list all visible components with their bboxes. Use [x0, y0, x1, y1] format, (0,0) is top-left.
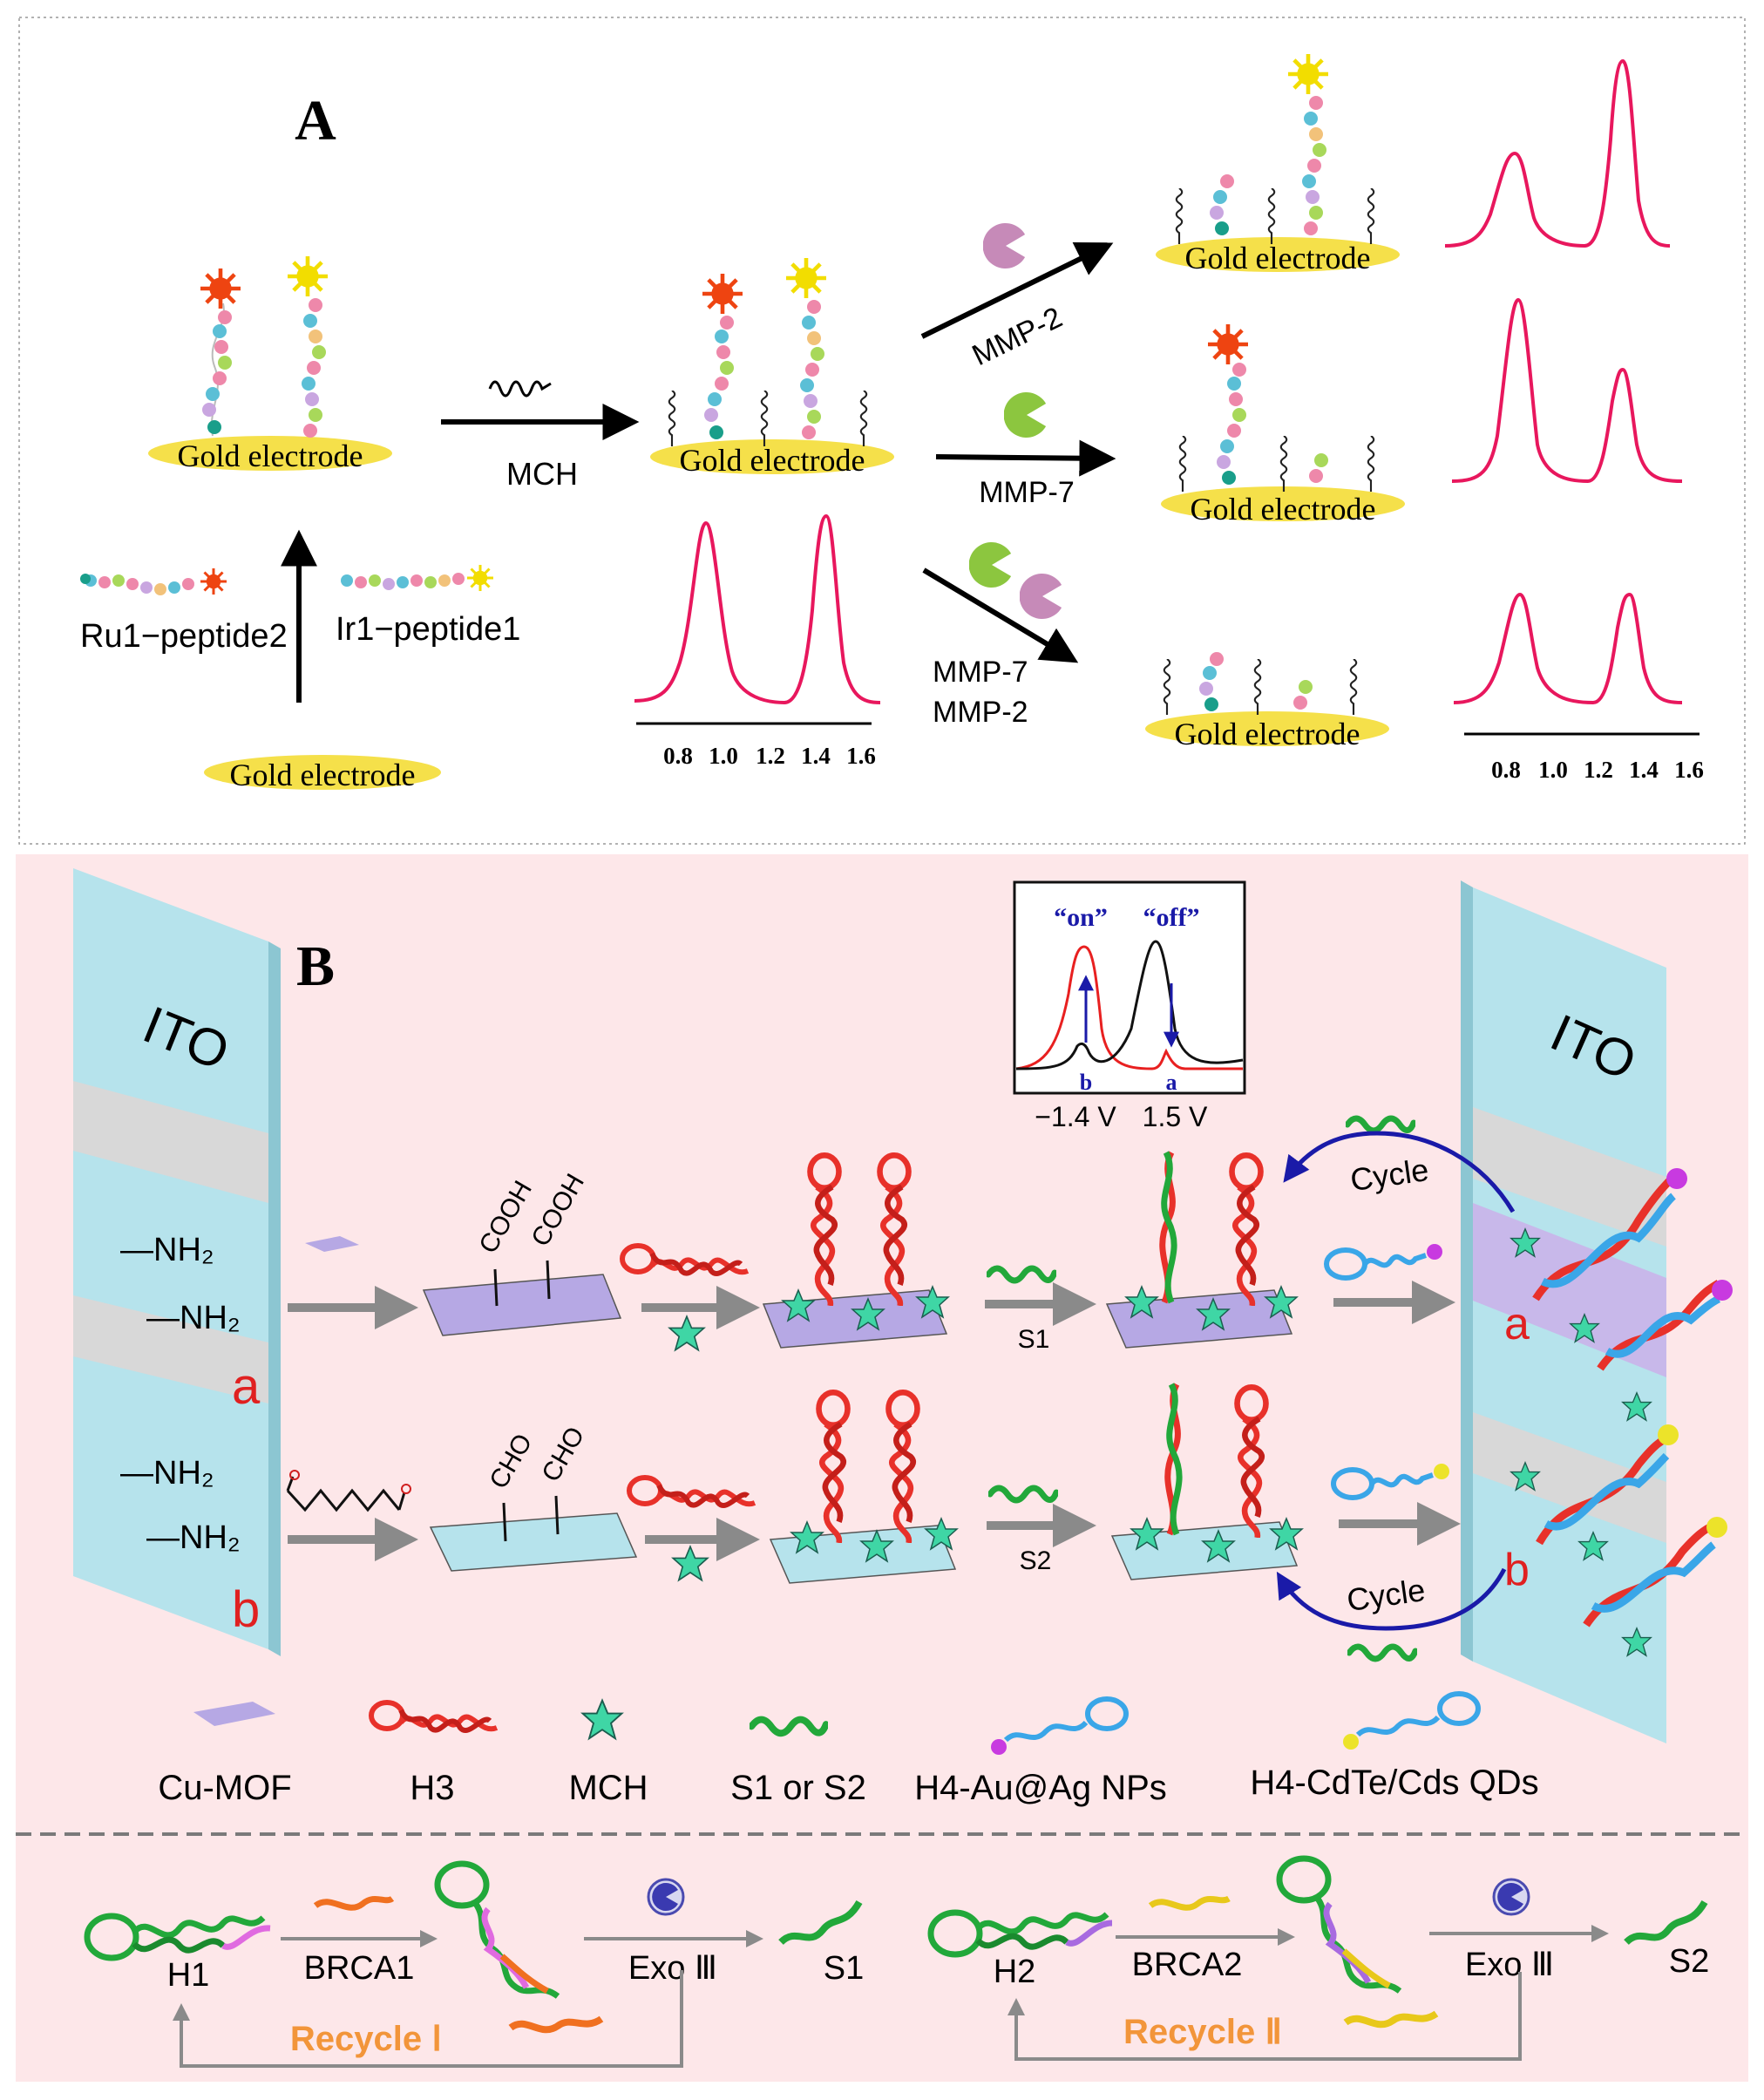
exo-label: Exo Ⅲ: [1465, 1947, 1554, 1983]
h2-label: H2: [994, 1954, 1036, 1990]
electrode-label: Gold electrode: [178, 438, 363, 473]
tick-label: 0.8: [663, 743, 693, 769]
panel-a-label: A: [295, 89, 336, 153]
tick-label: 1.4: [1629, 757, 1659, 783]
ito-electrode-right: ITO a b: [1461, 880, 1733, 1743]
exo-label: Exo Ⅲ: [628, 1950, 717, 1987]
ru-peptide-label: Ru1−peptide2: [80, 618, 288, 655]
brca1-label: BRCA1: [304, 1950, 415, 1987]
inset-peak-b: b: [1080, 1070, 1092, 1095]
panel-b-background: [16, 854, 1748, 2082]
tick-label: 1.0: [709, 743, 738, 769]
ir-peptide-label: Ir1−peptide1: [336, 611, 520, 648]
nh2-label: —NH₂: [120, 1455, 214, 1492]
row-a-label: a: [232, 1358, 261, 1415]
mch-squiggle: [488, 380, 552, 398]
arrow-mmp2: [920, 241, 1114, 339]
brca1-strand: [313, 1895, 395, 1911]
tick-label: 1.6: [1674, 757, 1704, 783]
dpv-ticks-middle: 0.8 1.0 1.2 1.4 1.6: [663, 743, 876, 769]
electrode-outcome-mmp7: Gold electrode: [1161, 324, 1405, 527]
mmp7-label: MMP-7: [933, 656, 1028, 689]
recycle-one: H1 BRCA1 Exo Ⅲ S1 Recycle Ⅰ: [84, 1860, 864, 2068]
brca2-strand: [1148, 1895, 1231, 1911]
electrode-outcome-mmp2: Gold electrode: [1156, 54, 1400, 275]
legend-h3: H3: [410, 1769, 454, 1807]
ecl-inset-plot: “on” “off” b a −1.4 V 1.5 V: [1013, 880, 1246, 1132]
dpv-plot-middle: 0.8 1.0 1.2 1.4 1.6: [634, 513, 881, 769]
s1-label: S1: [824, 1950, 864, 1987]
row-b-label: b: [1504, 1545, 1530, 1595]
legend-h4-cdte-cds: H4-CdTe/Cds QDs: [1250, 1764, 1538, 1802]
row-b-label: b: [232, 1581, 260, 1638]
nh2-label: —NH₂: [146, 1300, 241, 1336]
tick-label: 1.0: [1538, 757, 1568, 783]
recycle-one-label: Recycle Ⅰ: [290, 2020, 442, 2058]
electrode-outcome-both: Gold electrode: [1145, 652, 1389, 751]
electrode-with-peptides: Gold electrode: [148, 256, 392, 473]
electrode-mch: Gold electrode: [650, 258, 894, 478]
inset-off-label: “off”: [1143, 903, 1200, 932]
recycle-two-label: Recycle Ⅱ: [1123, 2013, 1282, 2051]
nh2-label: —NH₂: [146, 1519, 241, 1556]
tick-label: 1.2: [1584, 757, 1613, 783]
dpv-plot-mmp7: [1451, 297, 1683, 484]
mmp7-label: MMP-7: [979, 476, 1075, 509]
s2-label: S2: [1020, 1546, 1052, 1575]
ir-peptide: [341, 565, 493, 591]
mch-label: MCH: [506, 456, 578, 492]
row-a-label: a: [1504, 1299, 1530, 1349]
legend-cu-mof: Cu-MOF: [158, 1769, 291, 1807]
h1-label: H1: [167, 1957, 210, 1994]
inset-voltage-left: −1.4 V: [1035, 1101, 1116, 1132]
panel-a-frame: [18, 17, 1746, 845]
inset-peak-a: a: [1166, 1070, 1177, 1095]
tick-label: 1.6: [846, 743, 876, 769]
s1-strand: [778, 1900, 863, 1946]
s2-label: S2: [1669, 1943, 1709, 1980]
brca2-label: BRCA2: [1132, 1947, 1243, 1983]
dpv-plot-both: 0.8 1.0 1.2 1.4 1.6: [1453, 592, 1704, 783]
dpv-plot-mmp2: [1444, 58, 1671, 248]
arrow-mmp7-mmp2: [922, 567, 1079, 663]
electrode-label: Gold electrode: [1191, 492, 1376, 527]
tick-label: 1.2: [756, 743, 785, 769]
electrode-label: Gold electrode: [1175, 717, 1360, 751]
s1-label: S1: [1018, 1325, 1050, 1354]
legend-mch: MCH: [568, 1769, 648, 1807]
recycle-two: H2 BRCA2 Exo Ⅲ S2 Recycle Ⅱ: [927, 1855, 1709, 2061]
legend-h4-au-ag: H4-Au@Ag NPs: [914, 1769, 1167, 1807]
tick-label: 0.8: [1491, 757, 1521, 783]
tick-label: 1.4: [801, 743, 831, 769]
electrode-bare: Gold electrode: [204, 755, 441, 792]
ito-electrode-left: ITO —NH₂ —NH₂ a —NH₂ —NH₂ b: [73, 868, 281, 1656]
legend-cu-mof-icon: [193, 1702, 275, 1726]
panel-b-label: B: [296, 934, 335, 998]
nh2-label: —NH₂: [120, 1232, 214, 1268]
electrode-label: Gold electrode: [680, 443, 865, 478]
legend-h4-au-icon: [991, 1696, 1129, 1755]
legend-h4-cdte-icon: [1343, 1691, 1481, 1750]
arrow-mmp7: [935, 439, 1116, 477]
dpv-ticks-right: 0.8 1.0 1.2 1.4 1.6: [1491, 757, 1704, 783]
ru-peptide: [80, 568, 227, 595]
electrode-label: Gold electrode: [230, 758, 416, 792]
legend: Cu-MOF H3 MCH S1 or S2 H4-Au@Ag NPs H4-C…: [158, 1691, 1539, 1807]
inset-voltage-right: 1.5 V: [1143, 1101, 1208, 1132]
s2-strand: [1624, 1900, 1708, 1946]
inset-on-label: “on”: [1054, 903, 1108, 932]
mmp2-label: MMP-2: [933, 696, 1028, 729]
electrode-label: Gold electrode: [1185, 241, 1371, 275]
legend-s1-s2: S1 or S2: [730, 1769, 866, 1807]
